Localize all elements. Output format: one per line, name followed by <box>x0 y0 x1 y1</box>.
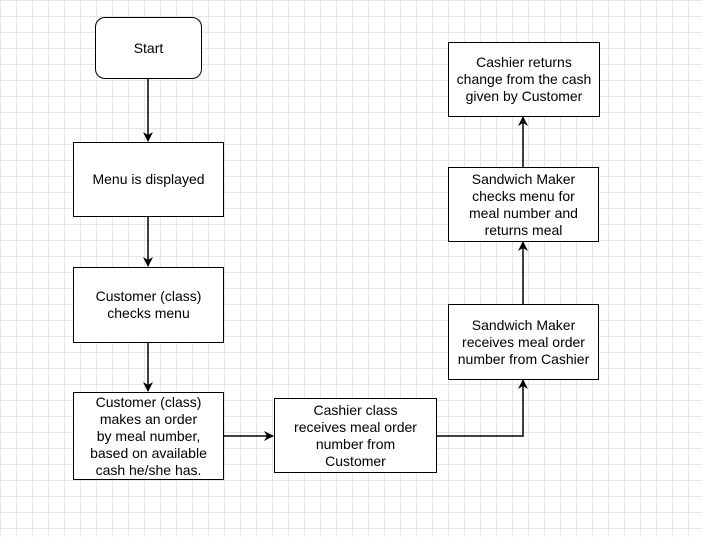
node-maker-receives-order[interactable]: Sandwich Maker receives meal order numbe… <box>448 304 599 380</box>
node-cashier-receives-order-label: Cashier class receives meal order number… <box>294 401 417 469</box>
node-customer-checks-menu-label: Customer (class) checks menu <box>95 288 202 321</box>
node-maker-receives-order-label: Sandwich Maker receives meal order numbe… <box>457 316 590 367</box>
node-start[interactable]: Start <box>95 17 202 79</box>
node-start-label: Start <box>133 39 164 56</box>
node-cashier-returns-change-label: Cashier returns change from the cash giv… <box>456 54 592 104</box>
node-cashier-receives-order[interactable]: Cashier class receives meal order number… <box>274 398 437 473</box>
node-menu-displayed[interactable]: Menu is displayed <box>73 142 224 217</box>
node-customer-makes-order[interactable]: Customer (class) makes an order by meal … <box>73 392 224 480</box>
node-maker-checks-menu[interactable]: Sandwich Maker checks menu for meal numb… <box>448 167 599 242</box>
node-customer-makes-order-label: Customer (class) makes an order by meal … <box>90 393 207 478</box>
edge-cashier-to-maker <box>436 379 528 437</box>
node-maker-checks-menu-label: Sandwich Maker checks menu for meal numb… <box>469 170 578 238</box>
node-menu-displayed-label: Menu is displayed <box>92 171 205 187</box>
node-cashier-returns-change[interactable]: Cashier returns change from the cash giv… <box>448 42 600 117</box>
node-customer-checks-menu[interactable]: Customer (class) checks menu <box>73 267 224 343</box>
